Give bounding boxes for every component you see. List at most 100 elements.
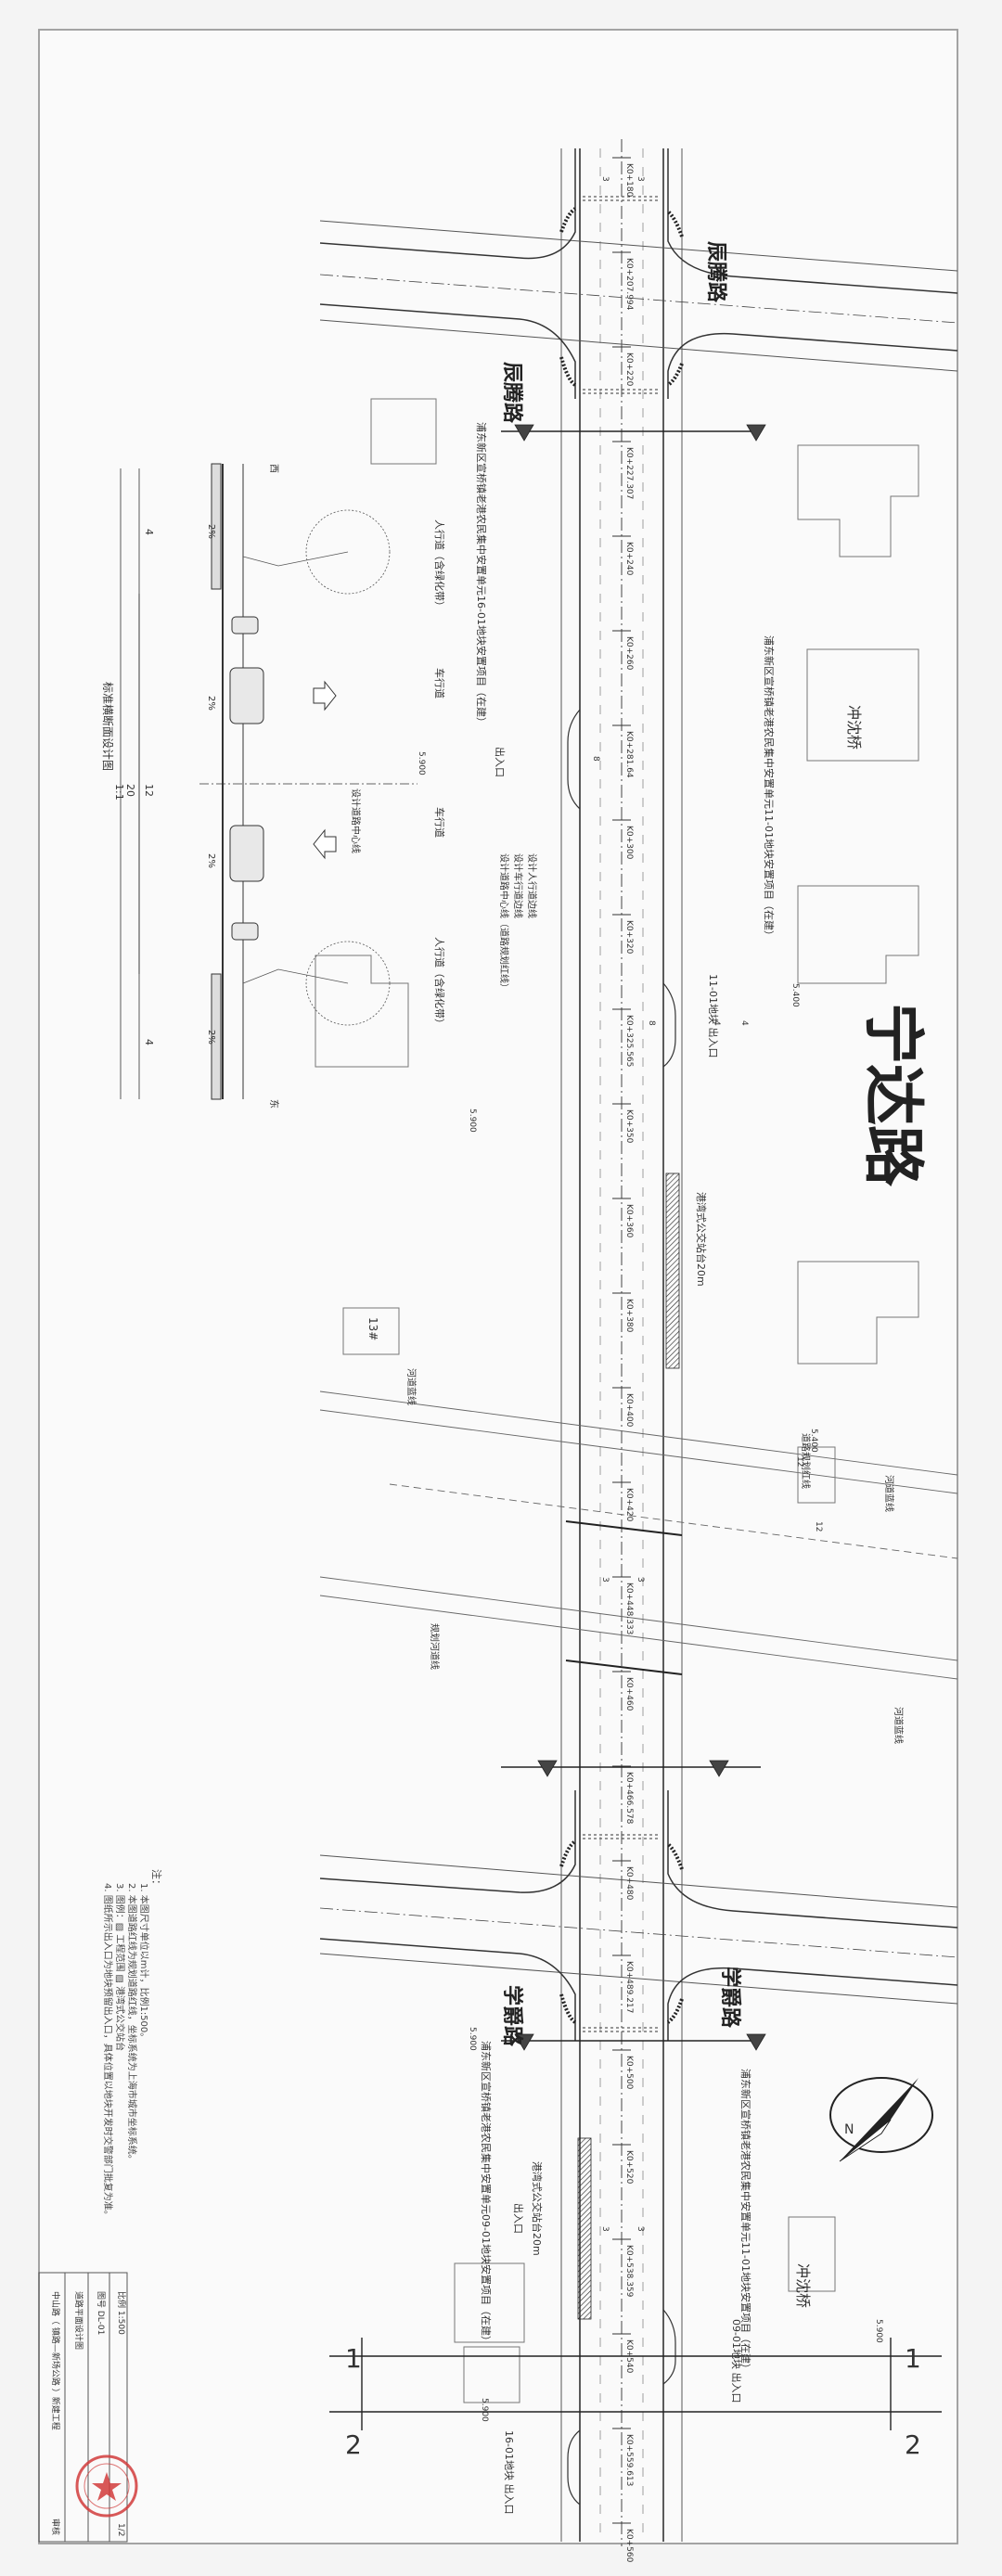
chainage-label: K0+540: [624, 2339, 634, 2374]
typical-cross-section: [120, 463, 418, 1100]
approval-seal: [75, 2454, 138, 2518]
cross-section-slope-2: 2%: [206, 696, 216, 711]
lane-width-label: 3: [636, 176, 645, 182]
cross-section-carriageway-width: 12: [143, 784, 155, 797]
note-4: 4. 图纸所示出入口为地块预留出入口，具体位置以地块开发时交警部门批复为准。: [102, 1883, 114, 2220]
title-line-2: 道路平面设计图: [73, 2291, 84, 2350]
intersection-north: [319, 148, 958, 399]
project-label-1: 浦东新区宣桥镇老港农民集中安置单元16-01地块安置项目（在建）: [475, 422, 488, 727]
section-mark-2b: 2: [905, 2429, 921, 2460]
site-buildings: [315, 398, 919, 2403]
chainage-label: K0+559.613: [624, 2434, 634, 2486]
row-label-4: 道路规划红线: [800, 1433, 812, 1489]
section-mark-2a: 2: [345, 2429, 362, 2460]
bus-bay-2: [577, 2137, 592, 2320]
chainage-label: K0+538.359: [624, 2245, 634, 2298]
entrance-label-1: 出入口: [494, 747, 507, 777]
row-label-3: 设计人行道边线: [526, 853, 538, 918]
north-label: N: [844, 2122, 854, 2137]
lane-width-label: 3: [600, 1577, 610, 1583]
river-label-4: 河道蓝线: [893, 1707, 905, 1744]
cross-section-slope-1: 2%: [206, 524, 216, 539]
building-label-1: 冲沈桥: [845, 705, 863, 750]
lane-type-3: 车行道: [433, 807, 446, 838]
title-block-approval: 审核: [50, 2518, 61, 2535]
lane-type-4: 人行道（含绿化带）: [433, 937, 446, 1029]
spot-level-5: 5.400: [809, 1429, 818, 1453]
title-block-sheet: 1/2: [116, 2523, 125, 2536]
cross-section-title: 标准横断面设计图: [101, 682, 115, 771]
river-label-1: 河道蓝线: [405, 1368, 418, 1405]
project-label-3: 浦东新区宣桥镇老港农民集中安置单元09-01地块安置项目（在建）: [480, 2041, 493, 2346]
chainage-label: K0+260: [624, 636, 634, 671]
cross-road-name-north: 辰腾路: [704, 241, 728, 303]
lane-width-label: 3: [636, 2226, 645, 2232]
note-2: 2. 本图道路红线为规划道路红线，坐标系统为上海市城市坐标系统。: [126, 1883, 138, 2164]
chainage-label: K0+489.217: [624, 1961, 634, 2013]
section-arrows: [501, 424, 766, 2051]
cross-section-slope-3: 2%: [206, 853, 216, 868]
entrance-label-5: 16-01地块 出入口: [503, 2430, 516, 2514]
chainage-label: K0+460: [624, 1677, 634, 1711]
title-line-3: 图号 DL-01: [96, 2291, 106, 2335]
note-1: 1. 本图尺寸单位以m计，比例1:500。: [138, 1883, 150, 2042]
cross-road-name-south: 学爵路: [718, 1967, 742, 2029]
chainage-label: K0+207.994: [624, 258, 634, 311]
lane-type-2: 车行道: [433, 668, 446, 698]
building-label-3: 13#: [366, 1317, 379, 1340]
spot-level-2: 5.900: [468, 1109, 477, 1133]
lane-width-label: 4: [739, 1020, 749, 1026]
lane-width-label: 8: [647, 1020, 656, 1026]
spot-level-1: 5.900: [417, 751, 426, 775]
cross-section-end-west: 西: [268, 464, 278, 473]
chainage-label: K0+300: [624, 826, 634, 860]
spot-level-7: 5.900: [480, 2398, 489, 2422]
cross-section-centerline: 设计道路中心线: [350, 788, 362, 853]
river-label-2: 规划河道线: [429, 1623, 441, 1670]
cross-section-scale: 1:1: [113, 784, 125, 801]
title-block: [38, 2272, 128, 2543]
entrance-label-3: 出入口: [512, 2203, 525, 2234]
building-label-2: 冲沈桥: [794, 2263, 812, 2308]
lane-width-label: 3: [636, 1577, 645, 1583]
entrance-label-4: 09-01地块 出入口: [730, 2319, 743, 2403]
bus-station-label-2: 港湾式公交站台20m: [531, 2161, 544, 2256]
chainage-label: K0+240: [624, 542, 634, 576]
project-label-2: 浦东新区宣桥镇老港农民集中安置单元11-01地块安置项目（在建）: [763, 635, 776, 941]
spot-level-6: 5.900: [874, 2319, 883, 2343]
row-label-2: 设计车行道边线: [512, 853, 524, 918]
chainage-label: K0+360: [624, 1204, 634, 1238]
chainage-label: K0+520: [624, 2150, 634, 2185]
river-crossing: [319, 1391, 958, 1680]
spot-level-4: 5.400: [790, 983, 800, 1007]
entrance-label-2: 11-01地块 出入口: [707, 974, 720, 1057]
chainage-label: K0+400: [624, 1393, 634, 1428]
lane-width-label: 12: [814, 1521, 823, 1532]
road-name: 宁达路: [857, 1003, 930, 1187]
lane-type-1: 人行道（含绿化带）: [433, 519, 446, 611]
chainage-label: K0+281.64: [624, 731, 634, 778]
title-line-4: 比例 1:500: [116, 2291, 127, 2335]
north-arrow: [829, 2077, 933, 2162]
lane-width-label: 3: [600, 176, 610, 182]
chainage-label: K0+560: [624, 2529, 634, 2563]
project-label-4: 浦东新区宣桥镇老港农民集中安置单元11-01地块安置项目（在建）: [739, 2069, 752, 2374]
section-mark-1a: 1: [345, 2343, 362, 2374]
cross-road-name-north-west: 辰腾路: [500, 362, 524, 424]
chainage-label: K0+500: [624, 2056, 634, 2090]
note-3: 3. 图例：▨ 工程范围 ▨ 港湾式公交站台: [114, 1883, 126, 2051]
title-line-1: 中山路（ 镇路—新场公路 ）新建工程: [50, 2291, 61, 2430]
chainage-label: K0+227.307: [624, 447, 634, 499]
cross-section-overall-width: 20: [124, 784, 136, 797]
lane-width-label: 3: [600, 2226, 610, 2232]
cross-section-side-width-east: 4: [143, 1039, 155, 1045]
intersection-south: [319, 1790, 958, 2041]
chainage-label: K0+466.578: [624, 1772, 634, 1825]
bus-bay-1: [665, 1173, 680, 1369]
bus-station-label-1: 港湾式公交站台20m: [695, 1192, 708, 1287]
chainage-label: K0+380: [624, 1299, 634, 1333]
section-lines: [329, 2338, 942, 2430]
lane-width-label: 8: [591, 756, 600, 762]
